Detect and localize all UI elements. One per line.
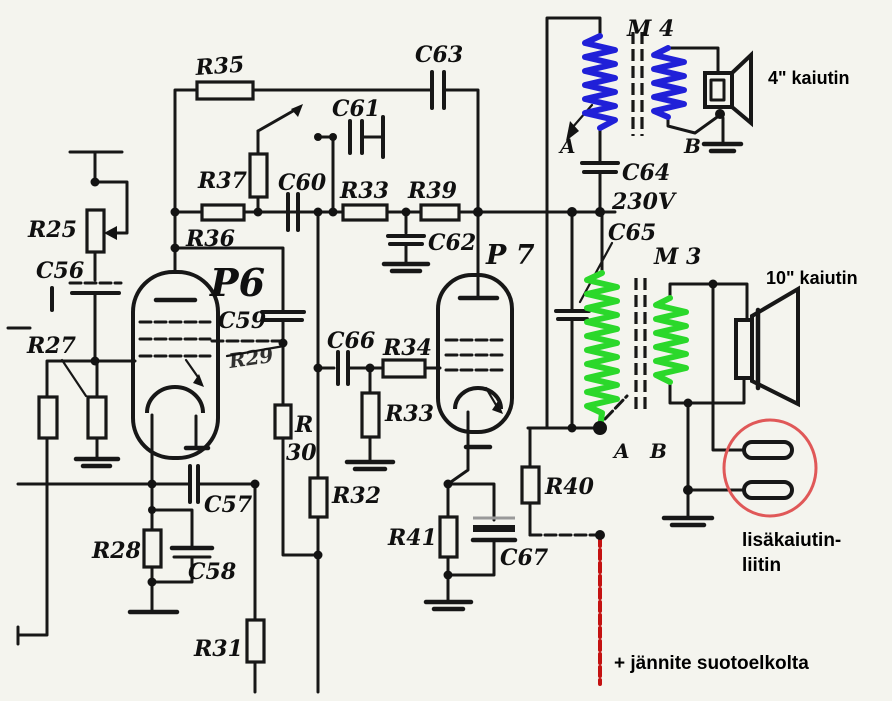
label-terminal-a-top: A xyxy=(558,134,576,158)
resistor-r33-mid-body xyxy=(360,391,381,439)
label-connector-line1: lisäkaiutin- xyxy=(742,530,841,551)
label-c64: C64 xyxy=(622,160,670,186)
label-terminal-a-bottom: A xyxy=(612,439,630,463)
label-r36: R36 xyxy=(185,226,235,252)
label-c67: C67 xyxy=(500,545,549,571)
label-c65: C65 xyxy=(608,220,656,246)
label-r31: R31 xyxy=(193,636,243,662)
speaker-4in xyxy=(703,50,753,128)
label-c56: C56 xyxy=(36,258,84,284)
resistor-r27-body xyxy=(37,395,59,440)
label-r35: R35 xyxy=(194,52,246,81)
resistor-r25-body xyxy=(85,208,106,254)
capacitor-plates xyxy=(50,70,620,504)
resistor-r35-body xyxy=(195,80,255,101)
resistor-r30-body xyxy=(273,403,293,440)
transformer-m4-secondary-coil xyxy=(651,45,687,120)
transformer-m3-primary-coil xyxy=(584,270,620,431)
label-r27: R27 xyxy=(26,333,77,359)
transformer-m4-core xyxy=(631,32,644,136)
label-voltage-230v: 230V xyxy=(611,189,677,215)
resistor-r39-body xyxy=(419,203,461,222)
junction-dots xyxy=(90,109,725,587)
label-r33-top: R33 xyxy=(339,178,389,204)
resistor-r37-body xyxy=(248,152,269,199)
label-transformer-m3: M 3 xyxy=(653,244,701,270)
capacitor-c58-body xyxy=(169,545,215,559)
label-terminal-b-bottom: B xyxy=(649,439,667,463)
resistor-bodies xyxy=(37,80,541,664)
label-c60: C60 xyxy=(278,170,327,196)
label-speaker-4in: 4" kaiutin xyxy=(768,68,850,88)
transformer-m3-secondary-coil xyxy=(653,295,689,385)
resistor-r40-body xyxy=(520,465,541,505)
label-tube-p7: P 7 xyxy=(485,240,535,271)
ground-and-electrode-bars xyxy=(73,141,744,615)
tube-p6-body xyxy=(131,270,220,460)
transformer-m3-core xyxy=(634,278,647,410)
resistor-r41-body xyxy=(438,515,459,559)
label-transformer-m4: M 4 xyxy=(626,16,674,42)
extra-speaker-connector xyxy=(742,440,794,500)
label-connector-line2: liitin xyxy=(742,555,781,576)
label-c62: C62 xyxy=(428,230,476,256)
label-terminal-b-top: B xyxy=(683,134,701,158)
connector-highlight-circle xyxy=(722,418,818,518)
label-r40: R40 xyxy=(544,474,595,500)
resistor-r28-body xyxy=(142,528,163,569)
label-r25: R25 xyxy=(27,217,77,243)
label-c66: C66 xyxy=(327,328,375,354)
label-r32: R32 xyxy=(331,483,381,509)
capacitor-c67-body xyxy=(470,516,518,543)
resistor-r36-body xyxy=(200,203,246,222)
label-r30-line1: R xyxy=(294,412,313,438)
label-c58: C58 xyxy=(188,559,236,585)
speaker-10in xyxy=(734,285,800,408)
label-c57: C57 xyxy=(204,492,253,518)
label-supply-note: + jännite suotoelkolta xyxy=(614,653,809,674)
pot-wiper-arrowhead xyxy=(104,226,117,240)
resistor-grid-body xyxy=(86,395,108,440)
resistor-r34-body xyxy=(381,358,427,379)
label-c63: C63 xyxy=(415,42,463,68)
label-tube-p6: P6 xyxy=(209,260,265,305)
resistor-r31-body xyxy=(245,618,266,664)
tube-p7-cathode-arrowhead xyxy=(492,401,503,414)
label-r37: R37 xyxy=(197,168,248,194)
label-r33-mid: R33 xyxy=(384,401,434,427)
label-r34: R34 xyxy=(382,335,432,361)
dashed-wires xyxy=(68,281,629,537)
label-r30-line2: 30 xyxy=(286,440,317,466)
resistor-r32-body xyxy=(308,476,329,519)
label-c61: C61 xyxy=(332,96,380,122)
resistor-r33-top-body xyxy=(341,203,389,222)
label-r29: R29 xyxy=(226,343,274,373)
label-speaker-10in: 10" kaiutin xyxy=(766,268,858,288)
tube-p7-body xyxy=(436,273,514,434)
transformer-m4-primary-coil xyxy=(582,33,618,131)
label-r39: R39 xyxy=(407,178,457,204)
label-r28: R28 xyxy=(91,538,141,564)
switch-arrowhead xyxy=(291,104,303,117)
tube-p6-cathode-arrowhead xyxy=(193,374,204,387)
label-r41: R41 xyxy=(387,525,437,551)
transformer-a-arrowhead xyxy=(566,121,579,141)
label-c59: C59 xyxy=(218,308,266,334)
